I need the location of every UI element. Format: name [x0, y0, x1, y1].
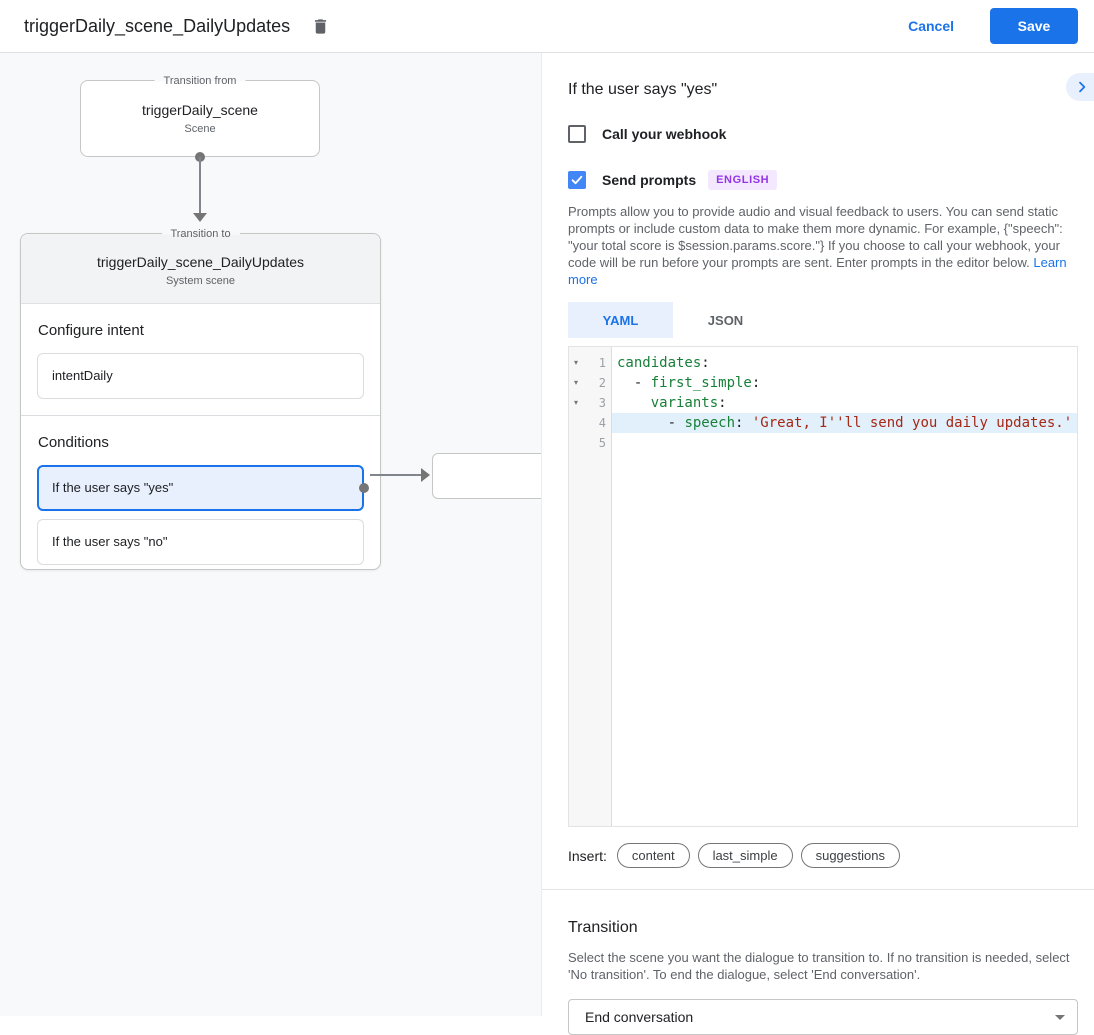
insert-chip-content[interactable]: content	[616, 843, 690, 868]
to-card-header: triggerDaily_scene_DailyUpdates System s…	[21, 234, 380, 304]
connector-line-horizontal	[370, 474, 422, 476]
scene-diagram-canvas: Transition from triggerDaily_scene Scene…	[0, 53, 541, 1016]
transition-target-node[interactable]	[432, 453, 541, 499]
configure-intent-section: Configure intent intentDaily	[21, 304, 380, 415]
transition-from-legend: Transition from	[154, 73, 246, 89]
line-number: 2	[598, 376, 606, 390]
from-scene-name: triggerDaily_scene	[142, 102, 258, 118]
send-prompts-label: Send prompts	[602, 172, 697, 188]
save-button[interactable]: Save	[990, 8, 1078, 44]
connector-dot	[359, 483, 369, 493]
code-token: -	[617, 415, 685, 431]
insert-row: Insert: content last_simple suggestions	[568, 843, 1078, 868]
code-token: :	[701, 355, 710, 371]
send-prompts-checkbox[interactable]	[568, 171, 586, 189]
editor-code-area[interactable]: candidates: - first_simple: variants: - …	[612, 347, 1077, 826]
tab-json[interactable]: JSON	[707, 312, 744, 328]
transition-description: Select the scene you want the dialogue t…	[568, 950, 1070, 982]
page-title: triggerDaily_scene_DailyUpdates	[24, 15, 291, 36]
prompts-description: Prompts allow you to provide audio and v…	[568, 203, 1078, 288]
webhook-row: Call your webhook	[568, 125, 1078, 143]
condition-item-no[interactable]: If the user says "no"	[37, 519, 364, 565]
condition-item-yes[interactable]: If the user says "yes"	[37, 465, 369, 511]
panel-title: If the user says "yes"	[568, 81, 718, 98]
conditions-heading: Conditions	[38, 434, 109, 451]
tab-yaml[interactable]: YAML	[568, 302, 673, 338]
checkmark-icon	[570, 173, 584, 187]
gutter-row: ▾ 1	[569, 353, 611, 373]
editor-format-tabs: YAML JSON	[568, 302, 1078, 338]
condition-detail-panel: If the user says "yes" Call your webhook…	[541, 53, 1094, 1035]
trash-icon	[311, 16, 330, 37]
line-number: 3	[598, 396, 606, 410]
call-webhook-label: Call your webhook	[602, 126, 727, 142]
chevron-right-icon	[1074, 79, 1090, 95]
fold-arrow-icon[interactable]: ▾	[573, 378, 578, 387]
code-token: :	[718, 395, 727, 411]
line-number: 4	[598, 416, 606, 430]
insert-chip-last-simple[interactable]: last_simple	[697, 843, 793, 868]
code-token	[617, 395, 651, 411]
arrow-right-icon	[421, 468, 430, 482]
insert-label: Insert:	[568, 847, 607, 864]
collapse-panel-button[interactable]	[1066, 73, 1094, 101]
cancel-button[interactable]: Cancel	[892, 10, 970, 42]
code-line-active: - speech: 'Great, I''ll send you daily u…	[612, 413, 1077, 433]
condition-label: If the user says "yes"	[52, 480, 174, 495]
insert-chip-suggestions[interactable]: suggestions	[800, 843, 900, 868]
prompt-code-editor: ▾ 1 ▾ 2 ▾ 3 4 5 candidates: - first_sim	[568, 346, 1078, 827]
code-line: - first_simple:	[612, 373, 1077, 393]
transition-select-value: End conversation	[585, 1009, 694, 1025]
transition-heading: Transition	[568, 919, 638, 936]
code-token: speech	[684, 415, 736, 431]
transition-to-legend: Transition to	[161, 226, 240, 242]
fold-arrow-icon[interactable]: ▾	[573, 358, 578, 367]
transition-from-card[interactable]: Transition from triggerDaily_scene Scene	[80, 73, 320, 157]
send-prompts-row: Send prompts ENGLISH	[568, 170, 1078, 190]
prompts-description-text: Prompts allow you to provide audio and v…	[568, 204, 1063, 270]
from-scene-type: Scene	[184, 123, 216, 135]
code-line: candidates:	[612, 353, 1077, 373]
code-token: first_simple	[650, 375, 752, 391]
learn-more-link[interactable]: Learn more	[568, 255, 1067, 287]
panel-divider	[542, 889, 1094, 890]
gutter-row: 5	[569, 433, 611, 453]
code-token: :	[735, 415, 752, 431]
configure-intent-heading: Configure intent	[38, 322, 144, 339]
transition-select[interactable]: End conversation	[568, 999, 1078, 1035]
to-scene-name: triggerDaily_scene_DailyUpdates	[97, 254, 304, 270]
editor-gutter: ▾ 1 ▾ 2 ▾ 3 4 5	[569, 347, 612, 826]
connector-line-vertical	[199, 157, 201, 213]
fold-arrow-icon[interactable]: ▾	[573, 398, 578, 407]
intent-item[interactable]: intentDaily	[37, 353, 364, 399]
condition-label: If the user says "no"	[52, 534, 168, 549]
line-number: 5	[598, 436, 606, 450]
card-section-divider	[21, 415, 380, 416]
delete-scene-button[interactable]	[308, 14, 332, 38]
code-token: variants	[650, 395, 719, 411]
app-header: triggerDaily_scene_DailyUpdates Cancel S…	[0, 0, 1094, 53]
transition-to-card[interactable]: Transition to triggerDaily_scene_DailyUp…	[20, 226, 381, 570]
code-token: -	[617, 375, 651, 391]
code-line: variants:	[612, 393, 1077, 413]
conditions-section: Conditions If the user says "yes" If the…	[21, 416, 380, 589]
code-token: :	[751, 375, 761, 391]
gutter-row: ▾ 2	[569, 373, 611, 393]
dropdown-caret-icon	[1055, 1014, 1065, 1020]
gutter-row: ▾ 3	[569, 393, 611, 413]
to-scene-type: System scene	[165, 275, 236, 287]
gutter-row: 4	[569, 413, 611, 433]
call-webhook-checkbox[interactable]	[568, 125, 586, 143]
code-line	[612, 433, 1077, 453]
line-number: 1	[598, 356, 606, 370]
arrow-down-icon	[193, 213, 207, 222]
code-token: candidates	[617, 355, 702, 371]
code-token: 'Great, I''ll send you daily updates.'	[751, 415, 1073, 431]
language-badge: ENGLISH	[708, 170, 778, 190]
